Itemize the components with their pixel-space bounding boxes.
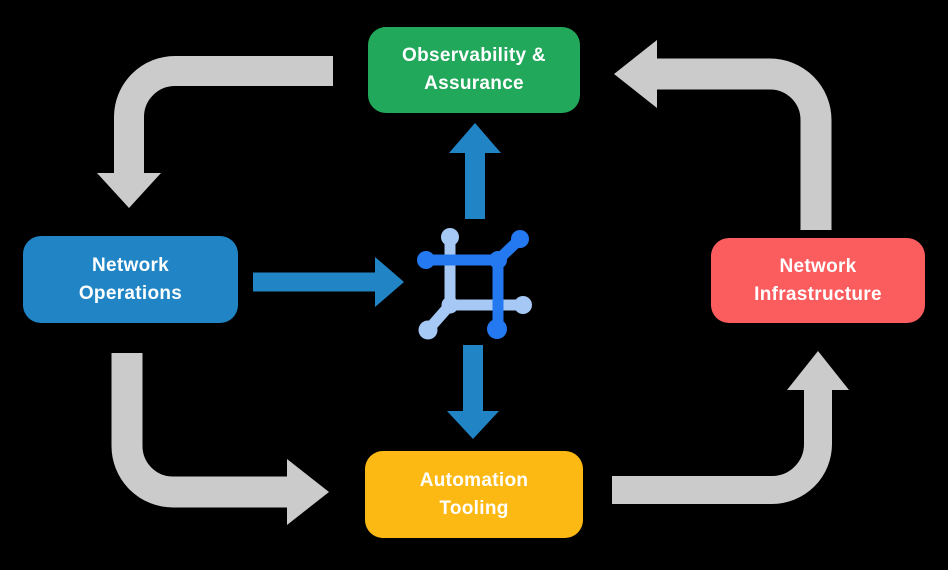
box-label-line: Observability & <box>402 45 546 66</box>
icon-top-right-node <box>511 230 529 248</box>
arrow-observability-to-operations <box>97 56 333 208</box>
box-label-line: Operations <box>78 282 183 304</box>
arrowhead-up <box>787 351 849 390</box>
arrowhead-up <box>449 123 501 153</box>
arrow-automation-to-infrastructure <box>612 351 849 504</box>
arrow-infrastructure-to-observability <box>614 40 832 230</box>
icon-bottom-left-node <box>418 320 438 340</box>
box-label-line: Infrastructure <box>754 283 882 305</box>
icon-left-node <box>417 251 435 269</box>
icon-top-node <box>441 228 459 246</box>
icon-right-node <box>514 296 532 314</box>
arrowhead-left <box>614 40 657 108</box>
box-network-infrastructure: Network Infrastructure <box>711 238 925 323</box>
arrowhead-down <box>447 411 499 439</box>
box-label-line: Tooling <box>439 497 509 519</box>
box-label-line: Assurance <box>424 73 524 94</box>
box-observability-assurance: Observability & Assurance <box>368 27 580 113</box>
arrow-shaft <box>655 58 832 230</box>
box-automation-tooling: Automation Tooling <box>365 451 583 538</box>
arrow-center-to-observability <box>449 123 501 219</box>
box-network-operations: Network Operations <box>23 236 238 323</box>
arrowhead-right <box>375 257 404 307</box>
icon-top-right-corner-joint <box>489 251 507 269</box>
arrow-shaft <box>111 353 289 508</box>
box-label-line: Automation <box>419 469 529 491</box>
icon-bottom-left-corner-joint <box>441 296 459 314</box>
network-mesh-icon <box>417 228 532 340</box>
arrowhead-down <box>97 173 161 208</box>
arrow-operations-to-automation <box>111 353 329 525</box>
arrow-shaft <box>114 56 333 176</box>
box-label-line: Network <box>779 255 857 277</box>
box-label-line: Network <box>91 254 170 276</box>
arrow-shaft <box>612 390 832 504</box>
arrow-center-to-automation <box>447 345 499 439</box>
arrow-operations-to-center <box>253 257 404 307</box>
icon-bottom-node <box>487 319 507 339</box>
arrowhead-right <box>287 459 329 525</box>
